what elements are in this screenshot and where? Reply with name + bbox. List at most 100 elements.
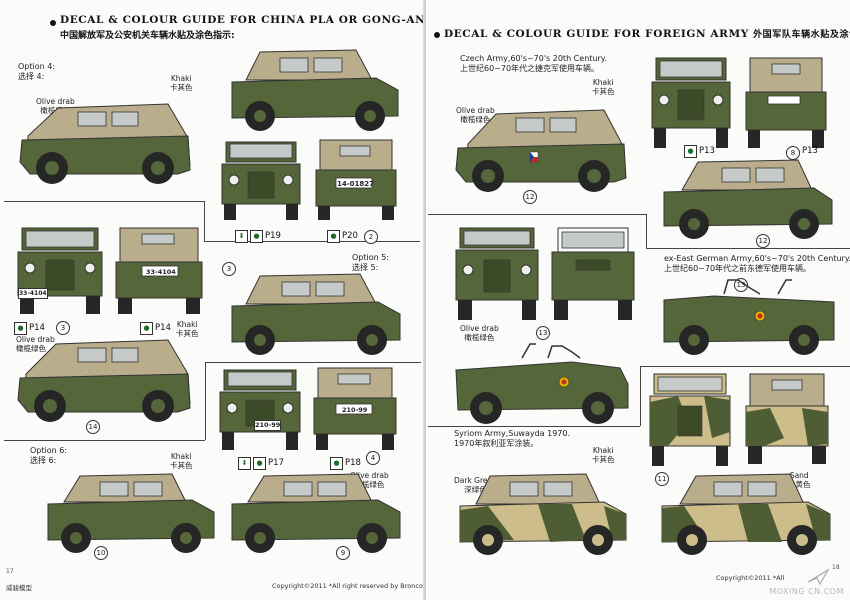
vehicle-opt5-side [17, 339, 191, 422]
header-bullet [434, 32, 440, 38]
decal-sheet-icon: ● [330, 456, 343, 470]
separator [646, 248, 850, 249]
vehicle-rear-1 [315, 139, 397, 220]
decal-sheet-icon: ● [250, 229, 263, 243]
vehicle-eg-rear [551, 227, 635, 320]
ref-p18: ● P18 [330, 456, 361, 470]
footer-brand: 威骏模型 [6, 584, 32, 592]
left-header-cn: 中国解放军及公安机关车辆水贴及涂色指示: [60, 31, 235, 41]
czech-label: Czech Army,60's~70's 20th Century. [460, 54, 607, 63]
separator [640, 366, 850, 367]
decal-num-13b: 13 [734, 278, 748, 292]
decal-num-13a: 13 [536, 326, 550, 340]
option6-label-cn: 选择 6: [30, 456, 57, 465]
separator [428, 214, 646, 215]
syria-label: Syriom Army,Suwayda 1970. [454, 429, 570, 438]
decal-num-2: 2 [364, 230, 378, 244]
down-arrow-icon: ⬇ [238, 456, 251, 470]
separator [640, 366, 641, 426]
vehicle-syria-rear [745, 373, 829, 464]
syria-label-cn: 1970年叙利亚军涂装。 [454, 439, 539, 448]
down-arrow-icon: ⬇ [235, 229, 248, 243]
vehicle-opt5-hero [231, 273, 401, 355]
decal-sheet-icon: ● [327, 229, 340, 243]
vehicle-eg-front [455, 227, 539, 320]
page-number: 17 [6, 568, 14, 575]
vehicle-front-1 [221, 141, 301, 220]
ref-p14b: ● P14 [140, 321, 171, 335]
option4-label-cn: 选择 4: [18, 72, 45, 81]
vehicle-eg-open-side [455, 343, 629, 424]
vehicle-eg-open-hero [663, 279, 835, 355]
eg-label: ex-East German Army,60's~70's 20th Centu… [664, 254, 850, 263]
decal-num-9: 9 [336, 546, 350, 560]
decal-num-8: 8 [786, 146, 800, 160]
separator [646, 214, 647, 248]
plate-front-2: 210-99 [254, 420, 282, 431]
plate-rear-2: 210-99 [342, 406, 368, 414]
vehicle-czech-rear [745, 57, 827, 148]
vehicle-front-2 [219, 369, 301, 450]
plate-rear-opt5: 33-4104 [146, 268, 176, 276]
ref-p13b: P13 [802, 146, 818, 156]
left-page: DECAL & COLOUR GUIDE FOR CHINA PLA OR GO… [0, 0, 553, 600]
decal-num-3b: 3 [56, 321, 70, 335]
decal-sheet-icon: ● [253, 456, 266, 470]
right-header: DECAL & COLOUR GUIDE FOR FOREIGN ARMY 外国… [444, 28, 850, 40]
ref-p14a: ● P14 [14, 321, 45, 335]
separator [428, 426, 640, 427]
decal-num-12a: 12 [523, 190, 537, 204]
vehicle-front-opt5 [17, 227, 103, 314]
vehicle-czech-side [455, 109, 627, 192]
decal-num-4: 4 [366, 451, 380, 465]
separator [205, 362, 206, 440]
plate-front-opt5: 33-4104 [18, 288, 48, 299]
page-number: 18 [832, 564, 840, 571]
vehicle-czech-hero [663, 159, 833, 239]
footer-copyright: Copyright©2011 *All [716, 574, 785, 582]
decal-num-14: 14 [86, 420, 100, 434]
separator [4, 440, 205, 441]
footer-copyright: Copyright©2011 *All right reserved by Br… [272, 582, 448, 590]
vehicle-syria-side-a [459, 473, 627, 555]
vehicle-syria-side-b [661, 473, 831, 555]
vehicle-syria-front [649, 373, 731, 466]
vehicle-opt6-side-b [231, 473, 401, 553]
czech-label-cn: 上世纪60~70年代之捷克军使用车辆。 [460, 64, 600, 73]
ref-p13a: ● P13 [684, 144, 715, 158]
separator [204, 241, 420, 242]
vehicle-rear-opt5 [115, 227, 203, 314]
decal-num-10: 10 [94, 546, 108, 560]
decal-sheet-icon: ● [14, 321, 27, 335]
vehicle-czech-front [651, 57, 731, 148]
vehicle-opt4-side [19, 103, 191, 184]
decal-num-3: 3 [222, 262, 236, 276]
ref-p17: ⬇ ● P17 [238, 456, 284, 470]
option5-label: Option 5: [352, 253, 390, 262]
ref-p20: ● P20 [327, 229, 358, 243]
decal-sheet-icon: ● [140, 321, 153, 335]
separator [204, 201, 205, 241]
separator [205, 362, 421, 363]
option6-label: Option 6: [30, 446, 68, 455]
watermark: MOXING CN.COM [769, 587, 844, 596]
header-bullet [50, 20, 56, 26]
decal-num-12b: 12 [756, 234, 770, 248]
separator [4, 201, 204, 202]
vehicle-opt6-side-a [47, 473, 215, 553]
vehicle-top-hero [231, 49, 399, 131]
plate-rear-1: 14-01827 [337, 180, 374, 188]
decal-num-11: 11 [655, 472, 669, 486]
right-page: DECAL & COLOUR GUIDE FOR FOREIGN ARMY 外国… [426, 0, 850, 600]
